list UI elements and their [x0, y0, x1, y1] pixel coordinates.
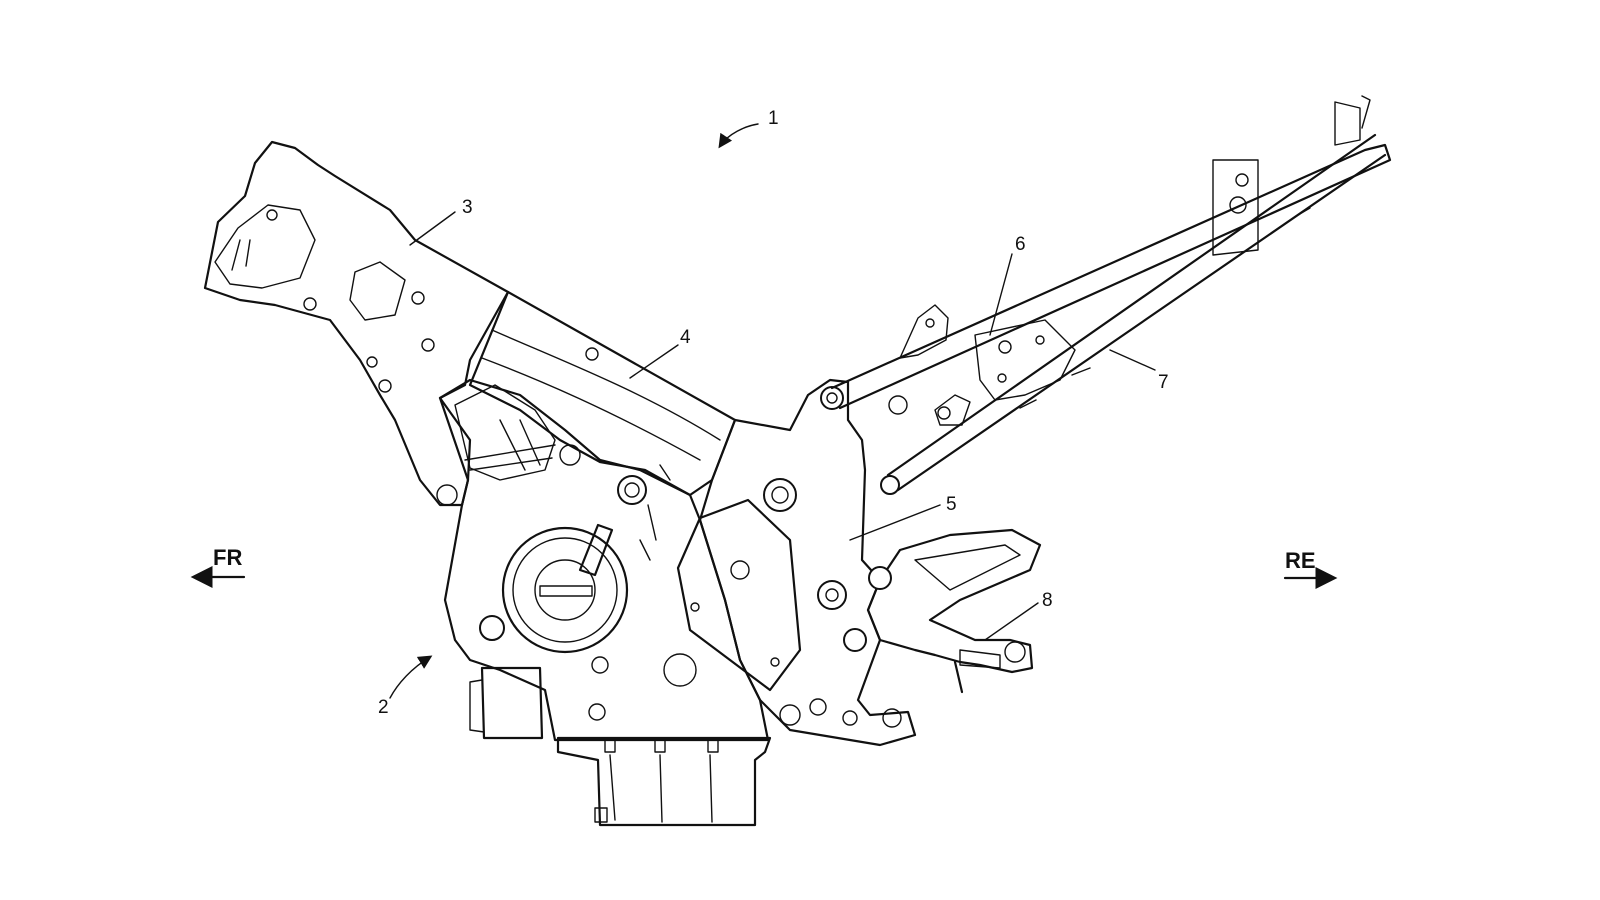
reference-numerals: 1 2 3 4 5 6 7 8 [378, 108, 1169, 718]
direction-indicators: FR RE [190, 545, 1338, 589]
ref-4: 4 [680, 327, 691, 348]
ref-8: 8 [1042, 590, 1053, 611]
leader-lines [389, 123, 1156, 699]
ref-1: 1 [768, 108, 779, 129]
ref-5: 5 [946, 494, 957, 515]
engine-unit [438, 378, 802, 827]
front-direction-label: FR [213, 545, 242, 570]
ref-6: 6 [1015, 234, 1026, 255]
seat-rail-and-subframe [830, 95, 1392, 495]
pivot-frame-section [698, 378, 917, 747]
rear-direction-label: RE [1285, 548, 1316, 573]
ref-2: 2 [378, 697, 389, 718]
ref-3: 3 [462, 197, 473, 218]
ref-7: 7 [1158, 372, 1169, 393]
footrest-bracket [843, 528, 1042, 694]
